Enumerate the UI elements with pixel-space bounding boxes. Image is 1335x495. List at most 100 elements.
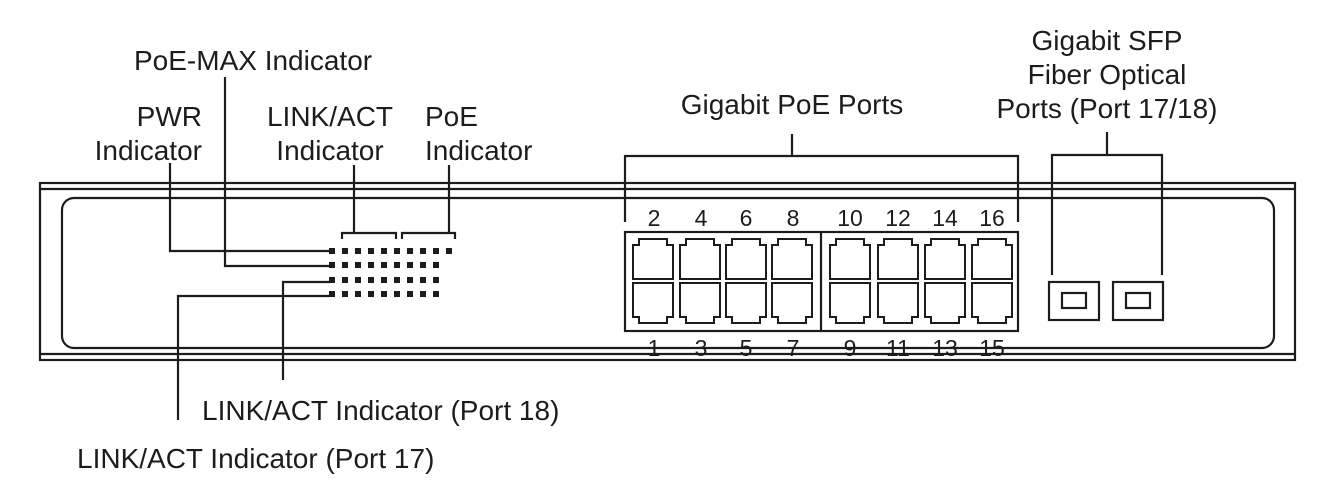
port-number: 15 <box>979 335 1005 361</box>
led-indicator <box>433 262 439 268</box>
callout-pwr-indicator <box>168 163 330 253</box>
led-indicator <box>355 291 361 297</box>
label-poe-max-indicator: PoE-MAX Indicator <box>134 45 372 76</box>
led-indicator <box>420 262 426 268</box>
port-number: 9 <box>844 335 857 361</box>
led-indicator <box>381 262 387 268</box>
callout-poe-indicator-bracket <box>400 231 457 239</box>
label-sfp-ports-line2: Fiber Optical <box>1028 59 1187 90</box>
rj45-port-block <box>623 230 1020 333</box>
led-indicator <box>368 248 374 254</box>
port-number: 6 <box>740 205 753 231</box>
label-pwr-indicator-line2: Indicator <box>95 135 202 166</box>
led-indicator <box>420 291 426 297</box>
rj45-port <box>971 238 1013 280</box>
bracket-sfp-ports <box>1050 153 1164 275</box>
rj45-port <box>771 238 813 280</box>
led-indicator <box>407 262 413 268</box>
led-indicator <box>342 262 348 268</box>
port-number: 3 <box>695 335 708 361</box>
led-indicator <box>342 291 348 297</box>
port-numbers-top: 2 4 6 8 10 12 14 16 <box>648 205 1005 231</box>
led-indicator <box>420 277 426 283</box>
label-pwr-indicator-line1: PWR <box>137 101 202 132</box>
led-indicator <box>407 291 413 297</box>
labels: PoE-MAX Indicator PWR Indicator LINK/ACT… <box>77 25 1217 474</box>
sfp-slot <box>1124 291 1152 310</box>
port-number: 7 <box>787 335 800 361</box>
rj45-port <box>829 282 871 324</box>
led-indicator <box>394 277 400 283</box>
callout-link-act-indicator-bracket <box>340 231 398 239</box>
rj45-port <box>679 282 721 324</box>
chassis-outer-frame <box>38 181 1297 362</box>
rj45-port <box>877 282 919 324</box>
led-indicator <box>355 262 361 268</box>
rj45-port <box>725 238 767 280</box>
led-indicator <box>433 248 439 254</box>
callout-link-act-port17 <box>176 294 330 420</box>
sfp-port-17 <box>1047 280 1101 322</box>
sfp-cage <box>1047 280 1101 322</box>
rj45-port <box>771 282 813 324</box>
rj45-port <box>632 238 674 280</box>
led-indicator <box>368 262 374 268</box>
rj45-port <box>877 238 919 280</box>
port-number: 14 <box>932 205 958 231</box>
port-number: 8 <box>787 205 800 231</box>
rj45-port <box>829 238 871 280</box>
led-indicator <box>368 291 374 297</box>
callout-poe-max-indicator <box>223 77 330 268</box>
port-number: 1 <box>648 335 661 361</box>
led-indicator <box>433 291 439 297</box>
led-indicator <box>446 248 452 254</box>
label-link-act-indicator-line1: LINK/ACT <box>267 101 393 132</box>
callout-link-act-port18 <box>281 280 330 380</box>
led-indicator <box>355 277 361 283</box>
led-indicator <box>394 262 400 268</box>
label-sfp-ports-line3: Ports (Port 17/18) <box>997 93 1218 124</box>
led-indicator <box>355 248 361 254</box>
led-indicator <box>329 291 335 297</box>
rj45-port <box>725 282 767 324</box>
port-number: 12 <box>885 205 911 231</box>
sfp-port-18 <box>1111 280 1165 322</box>
led-indicator <box>381 291 387 297</box>
label-link-act-port17: LINK/ACT Indicator (Port 17) <box>77 443 434 474</box>
sfp-cage <box>1111 280 1165 322</box>
led-indicator <box>407 277 413 283</box>
port-number: 2 <box>648 205 661 231</box>
port-number: 4 <box>695 205 708 231</box>
led-indicator <box>342 248 348 254</box>
led-indicator <box>329 248 335 254</box>
front-panel-face <box>60 196 1276 350</box>
led-indicator <box>329 277 335 283</box>
led-indicator <box>342 277 348 283</box>
led-indicator <box>381 248 387 254</box>
led-indicator <box>433 277 439 283</box>
switch-chassis <box>38 181 1297 362</box>
led-indicator <box>381 277 387 283</box>
sfp-slot <box>1060 291 1088 310</box>
port-number: 5 <box>740 335 753 361</box>
rj45-port <box>924 282 966 324</box>
label-poe-indicator-line2: Indicator <box>425 135 532 166</box>
label-link-act-port18: LINK/ACT Indicator (Port 18) <box>202 395 559 426</box>
port-number: 16 <box>979 205 1005 231</box>
led-indicator <box>394 291 400 297</box>
rj45-port <box>632 282 674 324</box>
rj45-port-array <box>632 238 1013 324</box>
led-indicator <box>368 277 374 283</box>
rj45-port <box>679 238 721 280</box>
label-gigabit-poe-ports: Gigabit PoE Ports <box>681 89 904 120</box>
callout-lines <box>168 77 1164 420</box>
port-number: 11 <box>886 335 910 361</box>
label-link-act-indicator-line2: Indicator <box>276 135 383 166</box>
label-poe-indicator-line1: PoE <box>425 101 478 132</box>
port-number: 13 <box>932 335 958 361</box>
led-indicator <box>394 248 400 254</box>
port-number: 10 <box>837 205 863 231</box>
indicator-led-matrix <box>329 248 452 297</box>
bracket-gigabit-poe-ports <box>623 154 1020 222</box>
